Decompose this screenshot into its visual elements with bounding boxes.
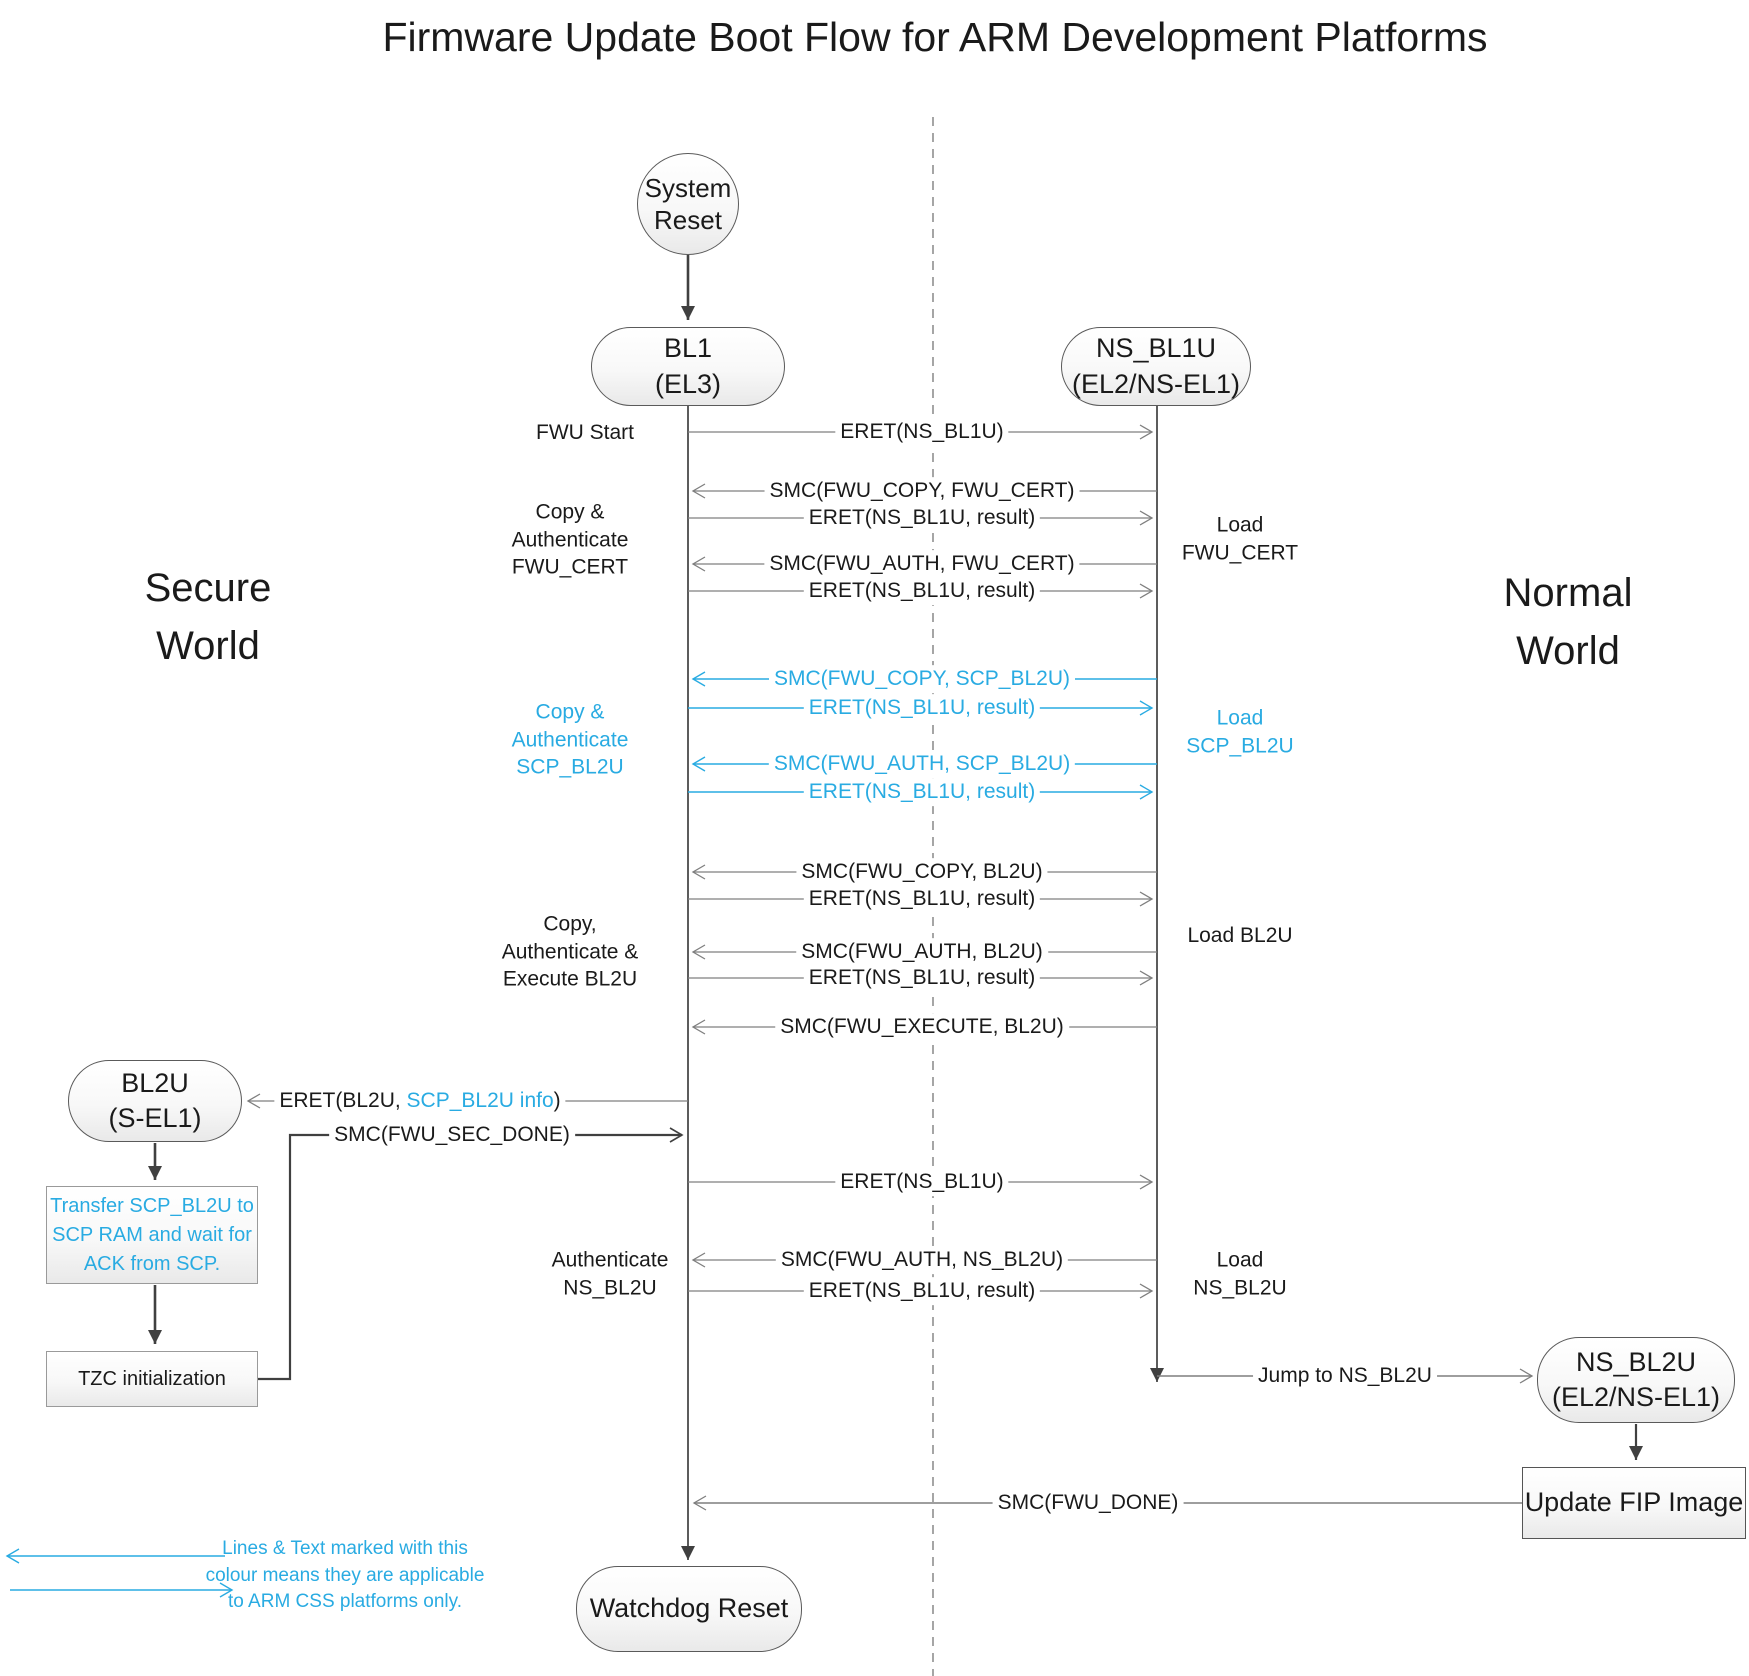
- msg-label-eret-result-scp-1: ERET(NS_BL1U, result): [803, 694, 1041, 722]
- msg-label-jump-to-ns-bl2u: Jump to NS_BL2U: [1253, 1362, 1437, 1390]
- stage-copy-auth-scp-bl2u: Copy & Authenticate SCP_BL2U: [511, 700, 629, 779]
- legend-note: Lines & Text marked with this colour mea…: [205, 1538, 485, 1613]
- tzc-initialization-box: TZC initialization: [46, 1351, 258, 1407]
- normal-world-label: Normal World: [1503, 571, 1633, 673]
- msg-label-eret-result-4: ERET(NS_BL1U, result): [803, 964, 1041, 992]
- secure-world-label: Secure World: [144, 566, 272, 668]
- msg-label-smc-fwu-sec-done: SMC(FWU_SEC_DONE): [329, 1121, 575, 1149]
- stage-fwu-start: FWU Start: [536, 421, 634, 445]
- msg-label-eret-result-scp-2: ERET(NS_BL1U, result): [803, 778, 1041, 806]
- msg-label-smc-fwu-copy-fwu-cert: SMC(FWU_COPY, FWU_CERT): [764, 477, 1080, 505]
- stage-load-bl2u: Load BL2U: [1187, 924, 1293, 948]
- stage-load-ns-bl2u: Load NS_BL2U: [1193, 1248, 1287, 1299]
- bl1-node: BL1 (EL3): [591, 327, 785, 406]
- msg-label-smc-fwu-execute-bl2u: SMC(FWU_EXECUTE, BL2U): [775, 1013, 1069, 1041]
- msg-label-smc-fwu-done: SMC(FWU_DONE): [992, 1489, 1184, 1517]
- page-title: Firmware Update Boot Flow for ARM Develo…: [382, 14, 1488, 60]
- stage-authenticate-ns-bl2u: Authenticate NS_BL2U: [551, 1248, 669, 1299]
- msg-label-smc-fwu-auth-bl2u: SMC(FWU_AUTH, BL2U): [796, 938, 1048, 966]
- ns-bl1u-node: NS_BL1U (EL2/NS-EL1): [1061, 327, 1251, 406]
- msg-label-smc-fwu-copy-scp-bl2u: SMC(FWU_COPY, SCP_BL2U): [768, 665, 1076, 693]
- update-fip-image-box: Update FIP Image: [1522, 1467, 1746, 1539]
- stage-load-scp-bl2u: Load SCP_BL2U: [1186, 706, 1294, 757]
- stage-copy-auth-exec-bl2u: Copy, Authenticate & Execute BL2U: [501, 912, 639, 991]
- msg-label-eret-ns-bl1u-2: ERET(NS_BL1U): [835, 1168, 1009, 1196]
- stage-load-fwu-cert: Load FWU_CERT: [1181, 513, 1299, 564]
- msg-label-smc-fwu-auth-fwu-cert: SMC(FWU_AUTH, FWU_CERT): [764, 550, 1080, 578]
- bl2u-node: BL2U (S-EL1): [68, 1060, 242, 1142]
- system-reset-node: System Reset: [637, 153, 739, 255]
- msg-label-smc-fwu-copy-bl2u: SMC(FWU_COPY, BL2U): [796, 858, 1048, 886]
- msg-label-smc-fwu-auth-ns-bl2u: SMC(FWU_AUTH, NS_BL2U): [775, 1246, 1069, 1274]
- msg-label-eret-result-5: ERET(NS_BL1U, result): [803, 1277, 1041, 1305]
- watchdog-reset-node: Watchdog Reset: [576, 1566, 802, 1652]
- transfer-scp-bl2u-box: Transfer SCP_BL2U to SCP RAM and wait fo…: [46, 1186, 258, 1284]
- ns-bl2u-node: NS_BL2U (EL2/NS-EL1): [1537, 1337, 1735, 1423]
- msg-label-eret-bl2u-scp-info: ERET(BL2U, SCP_BL2U info): [274, 1087, 566, 1115]
- msg-label-eret-result-1: ERET(NS_BL1U, result): [803, 504, 1041, 532]
- stage-copy-auth-fwu-cert: Copy & Authenticate FWU_CERT: [511, 500, 629, 579]
- msg-label-eret-ns-bl1u: ERET(NS_BL1U): [835, 418, 1009, 446]
- msg-label-smc-fwu-auth-scp-bl2u: SMC(FWU_AUTH, SCP_BL2U): [768, 750, 1076, 778]
- msg-label-eret-result-2: ERET(NS_BL1U, result): [803, 577, 1041, 605]
- msg-label-eret-result-3: ERET(NS_BL1U, result): [803, 885, 1041, 913]
